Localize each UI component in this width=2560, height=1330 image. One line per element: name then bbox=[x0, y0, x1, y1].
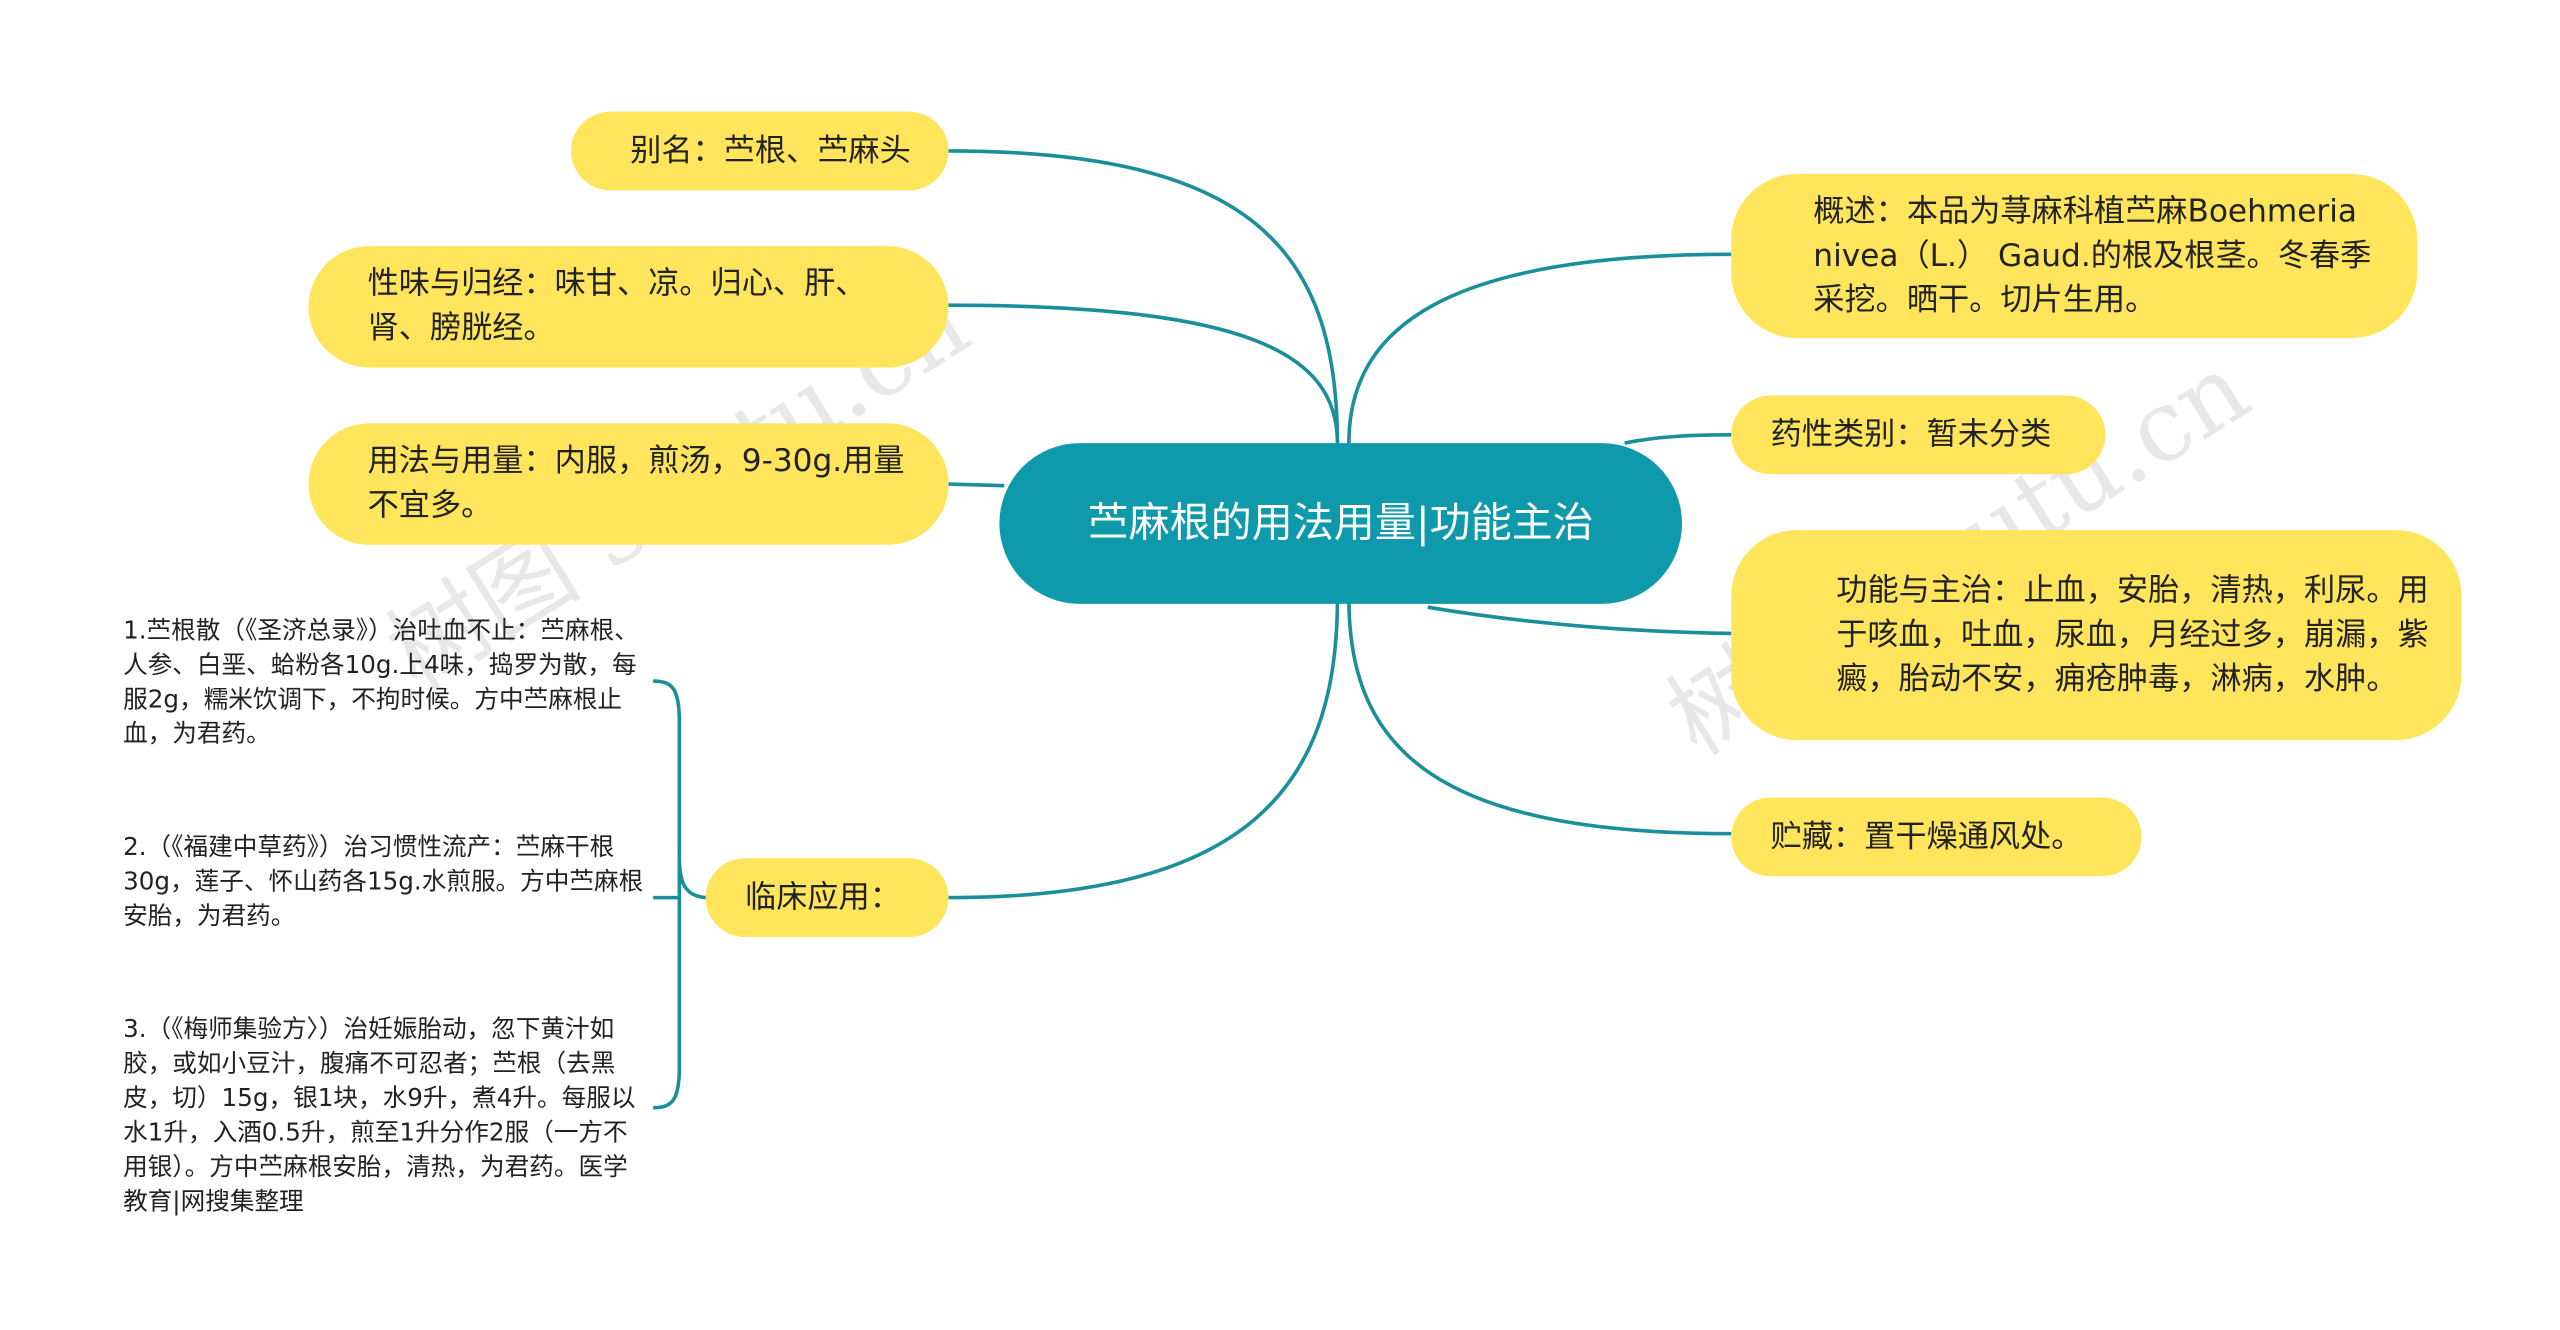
node-usage-dosage[interactable]: 用法与用量：内服，煎汤，9-30g.用量不宜多。 bbox=[308, 423, 949, 545]
node-category[interactable]: 药性类别：暂未分类 bbox=[1731, 395, 2106, 475]
edge-storage bbox=[1347, 598, 1732, 836]
node-alias[interactable]: 别名：苎根、苎麻头 bbox=[571, 111, 949, 191]
edge-clinical-bracket bbox=[653, 679, 709, 1110]
edge-overview bbox=[1347, 252, 1732, 444]
edge-category bbox=[1624, 433, 1732, 445]
node-storage[interactable]: 贮藏：置干燥通风处。 bbox=[1731, 797, 2142, 877]
edge-clinical bbox=[948, 598, 1340, 900]
node-function[interactable]: 功能与主治：止血，安胎，清热，利尿。用于咳血，吐血，尿血，月经过多，崩漏，紫癜，… bbox=[1731, 530, 2462, 741]
clinical-item[interactable]: 1.苎根散（《圣济总录》）治吐血不止：苎麻根、人参、白垩、蛤粉各10g.上4味，… bbox=[123, 615, 639, 749]
root-topic[interactable]: 苎麻根的用法用量|功能主治 bbox=[999, 443, 1683, 604]
edge-usage bbox=[948, 482, 1005, 488]
clinical-item[interactable]: 2.（《福建中草药》）治习惯性流产：苎麻干根30g，莲子、怀山药各15g.水煎服… bbox=[123, 831, 644, 931]
node-overview[interactable]: 概述：本品为荨麻科植苎麻Boehmeria nivea（L.） Gaud.的根及… bbox=[1731, 173, 2418, 339]
clinical-item[interactable]: 3.（《梅师集验方〉）治妊娠胎动，忽下黄汁如胶，或如小豆汁，腹痛不可忍者；苎根（… bbox=[123, 1014, 636, 1216]
node-clinical[interactable]: 临床应用： bbox=[705, 858, 949, 938]
node-nature-meridian[interactable]: 性味与归经：味甘、凉。归心、肝、肾、膀胱经。 bbox=[308, 246, 949, 368]
edge-function bbox=[1427, 605, 1732, 636]
edge-nature bbox=[948, 303, 1340, 444]
edge-alias bbox=[948, 149, 1340, 444]
